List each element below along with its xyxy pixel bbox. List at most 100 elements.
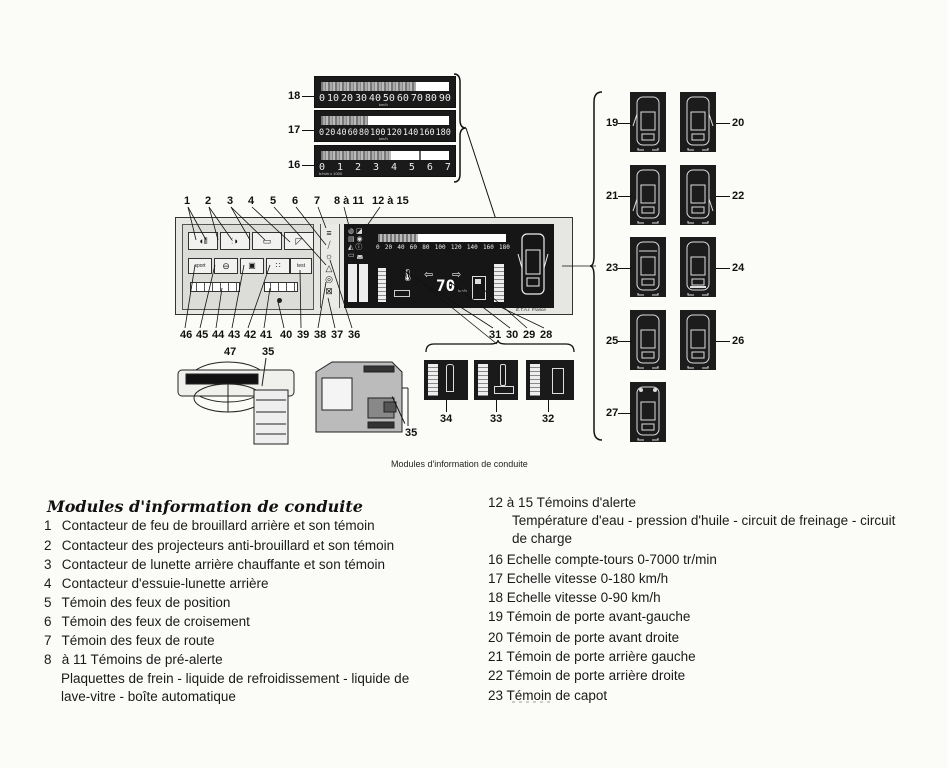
callout-25: 25 (606, 334, 619, 347)
legend-item: 17 Echelle vitesse 0-180 km/h (488, 570, 668, 588)
callout-35-dash: 35 (262, 346, 275, 358)
door-indicator-tile (630, 92, 666, 152)
display-button[interactable]: ▣ (240, 258, 264, 274)
leader-line (618, 268, 632, 269)
tick: 5 (408, 162, 415, 173)
callout-44: 44 (212, 329, 225, 341)
legend-item: 12 à 15 Témoins d'alerte (488, 494, 636, 512)
tick: 40 (397, 244, 405, 251)
legend-item-number: 2 (44, 538, 52, 553)
legend-item-text: Contacteur d'essuie-lunette arrière (61, 576, 269, 591)
indicator-icons: ≡ ⧸ ☼ △ ◎ ⊠ (322, 228, 336, 297)
coolant-icon: ◭ ⓘ (348, 244, 363, 251)
legend-item-number: 6 (44, 614, 52, 629)
leader-line (716, 268, 730, 269)
legend-item: 20 Témoin de porte avant droite (488, 629, 679, 647)
tick: 6 (426, 162, 433, 173)
door-indicator-tile (680, 237, 716, 297)
callout-5: 5 (270, 195, 277, 207)
callout-34: 34 (440, 413, 453, 425)
scale-ticks: 0 1 2 3 4 5 6 7 (319, 162, 451, 173)
digit-keys-left[interactable] (190, 282, 240, 292)
low-beam-icon: ⧸ (327, 239, 331, 250)
scale-18: 0 10 20 30 40 50 60 70 80 90 km/h (314, 76, 456, 108)
tick: 80 (422, 244, 430, 251)
battery-icon: ▭ ◛ (348, 252, 364, 259)
legend-item: 8 à 11 Témoins de pré-alerte (44, 651, 223, 669)
legend-item-number: 20 (488, 630, 504, 645)
figure-caption: Modules d'information de conduite (391, 459, 528, 469)
legend-item-number: 17 (488, 571, 504, 586)
legend-item-number: 23 (488, 688, 504, 703)
legend-item-text: Contacteur des projecteurs anti-brouilla… (61, 538, 395, 553)
legend-item-text: à 15 Témoins d'alerte (506, 495, 636, 510)
legend-item: 23 Témoin de capot (488, 687, 607, 705)
oil-can-icon (552, 368, 564, 394)
tick: 0 (319, 162, 326, 173)
brake-icon: ◎ (325, 274, 333, 284)
tick: 60 (347, 128, 358, 138)
legend-item-text: Témoin des feux de position (61, 595, 231, 610)
leader-line (548, 400, 549, 412)
tick: 20 (340, 93, 353, 104)
callout-36: 36 (348, 329, 361, 341)
callout-40: 40 (280, 329, 293, 341)
temp-bar (378, 268, 386, 302)
legend-item: 22 Témoin de porte arrière droite (488, 667, 685, 685)
leader-line (618, 123, 632, 124)
legend-item-text: Témoin de capot (506, 688, 608, 703)
digit-keys-right[interactable] (264, 282, 298, 292)
door-tiles-brace (589, 91, 603, 441)
tick: 0 (376, 244, 380, 251)
legend-item: 3 Contacteur de lunette arrière chauffan… (44, 556, 385, 574)
tick: 100 (434, 244, 446, 251)
leader-line (716, 195, 730, 197)
tick: 10 (326, 93, 340, 104)
callout-16: 16 (288, 159, 301, 171)
dipstick-icon (446, 364, 454, 392)
radiator-icon (394, 290, 410, 297)
legend-item: 2 Contacteur des projecteurs anti-brouil… (44, 537, 394, 555)
callout-46: 46 (180, 329, 193, 341)
leader-line (302, 130, 316, 131)
tick: 0 (319, 93, 326, 104)
cropped-text-remnant (512, 701, 552, 703)
tick: 3 (372, 162, 379, 173)
hazard-icon: △ (325, 262, 333, 273)
mode-button[interactable]: ⊖ (214, 258, 238, 274)
leader-line (496, 400, 497, 412)
fog-lamps-button[interactable]: ⫶◗ (220, 232, 250, 250)
tick: 120 (386, 128, 402, 138)
select-button[interactable]: ∷ (266, 258, 290, 274)
rear-defrost-button[interactable]: ▭ (252, 232, 282, 250)
sport-button[interactable]: sport (188, 258, 212, 274)
tick: 140 (402, 128, 419, 138)
door-indicator-tile (630, 237, 666, 297)
leader-line (618, 195, 632, 197)
tick: 160 (482, 244, 494, 251)
tick: 2 (354, 162, 361, 173)
scale-fill (321, 82, 416, 91)
rear-wiper-button[interactable]: ◸ (284, 232, 314, 250)
tick: 70 (410, 93, 423, 104)
door-indicator-tile (680, 92, 716, 152)
legend-item-number: 8 (44, 652, 52, 667)
scale-unit: km/h (379, 102, 388, 107)
tick: 80 (358, 128, 370, 138)
callout-4: 4 (248, 195, 255, 207)
legend-item-number: 3 (44, 557, 52, 572)
callout-45: 45 (196, 329, 209, 341)
leader-line (618, 413, 632, 414)
scale-unit: km/h (379, 136, 388, 141)
tick: 120 (450, 244, 462, 251)
radiator-icon (494, 386, 514, 394)
scale-fill (321, 116, 369, 125)
tick: 100 (370, 128, 386, 138)
rear-fog-button[interactable]: ◖⫴ (188, 232, 218, 250)
scale-ticks: 0 10 20 30 40 50 60 70 80 90 (319, 93, 451, 104)
callout-19: 19 (606, 117, 619, 129)
scale-unit: tr/min x 1000 (319, 171, 343, 176)
leader-line (302, 96, 316, 97)
test-button[interactable]: test (290, 258, 312, 274)
redline-marker (419, 151, 421, 160)
